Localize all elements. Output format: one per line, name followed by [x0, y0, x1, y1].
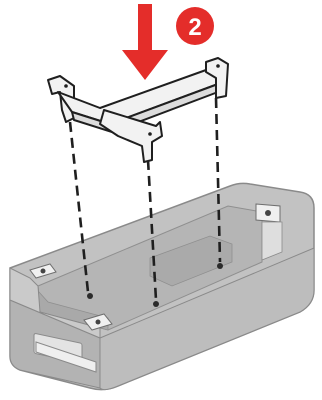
down-arrow-icon: [122, 4, 168, 80]
step-number: 2: [188, 14, 201, 41]
bracket: [48, 58, 228, 162]
bracket-hole-right: [216, 64, 220, 68]
screw-hole-right: [217, 263, 223, 269]
bracket-cross-arm: [100, 110, 162, 162]
step-badge: 2: [176, 7, 214, 45]
screw-hole-center: [153, 301, 159, 307]
tray: [10, 183, 314, 389]
bracket-hole-center: [148, 132, 152, 136]
screw-hole-left: [87, 293, 93, 299]
bracket-hole-left: [64, 84, 68, 88]
